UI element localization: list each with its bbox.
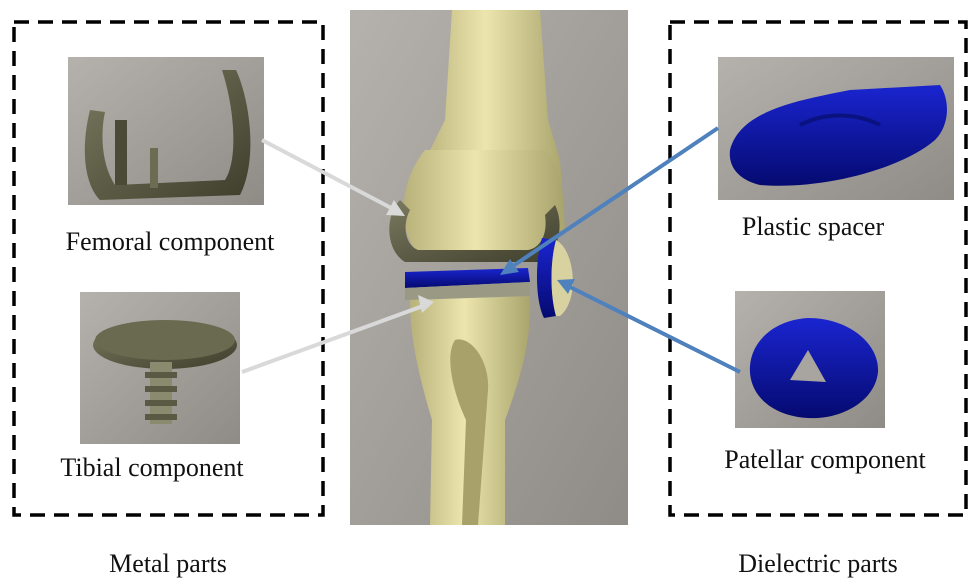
metal-parts-caption: Metal parts [109,549,227,578]
femoral-component-image [68,57,264,205]
femoral-component-label: Femoral component [66,227,275,256]
tibial-component-image [80,292,240,444]
patellar-component-image [735,291,885,428]
tibial-component-label: Tibial component [60,453,244,482]
plastic-spacer-image [718,57,954,200]
plastic-spacer-label: Plastic spacer [742,212,885,241]
patellar-component-label: Patellar component [724,445,926,474]
knee-render [350,10,628,525]
dielectric-parts-caption: Dielectric parts [738,549,898,578]
